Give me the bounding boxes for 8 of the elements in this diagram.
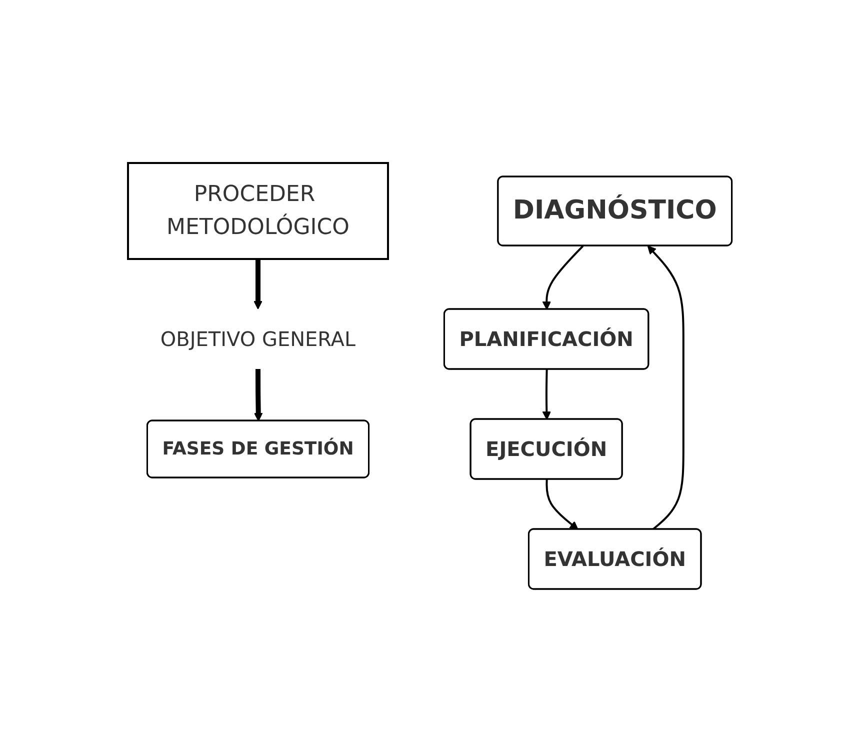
arrow bbox=[253, 258, 262, 309]
arrow bbox=[542, 368, 551, 420]
arrow bbox=[646, 245, 684, 530]
arrow bbox=[545, 478, 578, 530]
arrow bbox=[542, 244, 584, 310]
node-box: PROCEDER METODOLÓGICO bbox=[126, 162, 389, 260]
arrow bbox=[254, 368, 262, 421]
node-text: OBJETIVO GENERAL bbox=[160, 326, 356, 350]
